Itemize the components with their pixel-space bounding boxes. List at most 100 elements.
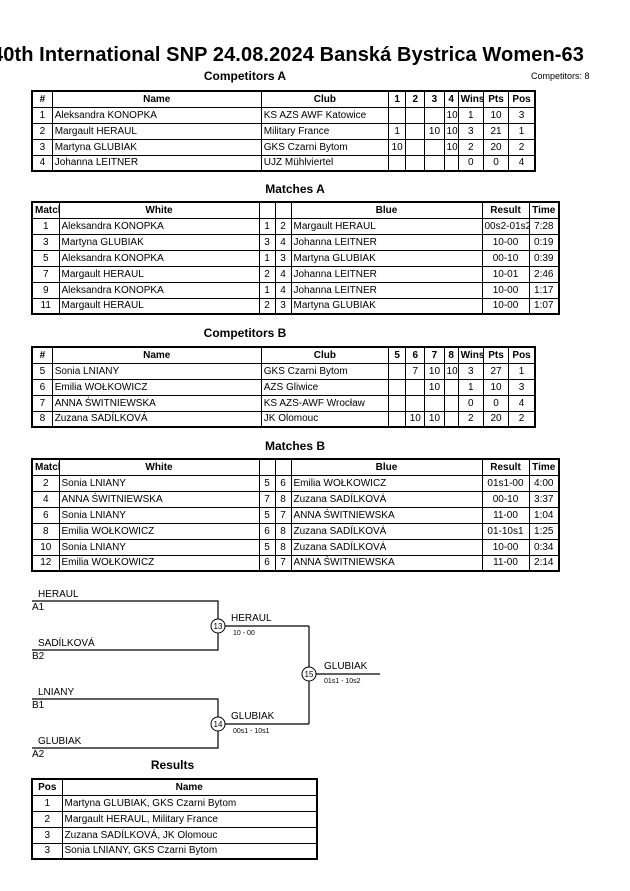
table-cell: Zuzana SADÍLKOVÁ	[290, 490, 483, 508]
table-cell: 3	[274, 297, 292, 315]
table-cell: 8	[31, 410, 53, 428]
sf2-bottom-seed: A2	[32, 749, 45, 760]
table-cell: 2:14	[528, 554, 560, 572]
table-cell: 2	[457, 410, 484, 428]
matches-a-header-row: MatchWhiteBlueResultTime	[31, 201, 560, 219]
table-cell: 10	[443, 122, 459, 140]
table-cell: 20	[482, 138, 510, 156]
table-cell: 5	[258, 474, 276, 492]
table-cell: 3	[457, 362, 484, 380]
table-cell: 10-00	[481, 297, 530, 315]
table-cell: 2	[508, 410, 536, 428]
table-cell: 7	[31, 265, 60, 283]
table-cell: 1:17	[528, 281, 560, 299]
sf2-winner: GLUBIAK	[231, 711, 275, 722]
column-header: Pts	[482, 90, 510, 108]
table-cell: 8	[274, 538, 292, 556]
table-cell: 10	[443, 106, 459, 124]
table-cell: 2:46	[528, 265, 560, 283]
table-cell: AZS Gliwice	[260, 378, 390, 396]
column-header: Time	[528, 201, 560, 219]
table-cell	[443, 378, 459, 396]
table-cell	[405, 138, 426, 156]
column-header: Time	[528, 458, 560, 476]
table-cell: ANNA ŚWITNIEWSKA	[290, 506, 483, 524]
table-cell: 3	[508, 106, 536, 124]
table-cell: 3	[31, 138, 53, 156]
competitors-b-heading: Competitors B	[203, 326, 287, 340]
table-cell: 1	[457, 378, 484, 396]
table-cell: 3	[31, 826, 63, 844]
table-cell: 10	[424, 378, 445, 396]
table-cell: Sonia LNIANY	[51, 362, 262, 380]
table-cell: 0:39	[528, 249, 560, 267]
table-cell: Aleksandra KONOPKA	[51, 106, 262, 124]
table-cell: 2	[31, 122, 53, 140]
table-cell	[424, 154, 445, 172]
table-cell: 10	[405, 410, 426, 428]
table-cell: 10	[443, 362, 459, 380]
table-cell: Sonia LNIANY	[58, 506, 260, 524]
table-cell: Zuzana SADÍLKOVÁ, JK Olomouc	[61, 826, 318, 844]
table-cell: 4	[508, 154, 536, 172]
playoff-bracket: HERAUL A1 SADÍLKOVÁ B2 HERAUL LNIANY B1 …	[32, 589, 380, 760]
table-cell	[405, 122, 426, 140]
table-cell: 10	[424, 362, 445, 380]
table-cell: 6	[31, 378, 53, 396]
table-cell: 0	[482, 154, 510, 172]
table-cell: 5	[258, 506, 276, 524]
table-cell: Margault HERAUL, Military France	[61, 810, 318, 828]
table-cell: 6	[258, 522, 276, 540]
table-cell: 11-00	[481, 554, 530, 572]
column-header: White	[58, 458, 260, 476]
table-cell: Aleksandra KONOPKA	[58, 281, 260, 299]
table-cell: GKS Czarni Bytom	[260, 138, 390, 156]
table-cell	[424, 106, 445, 124]
table-cell: 1	[508, 362, 536, 380]
column-header: Club	[260, 90, 390, 108]
table-cell: 6	[274, 474, 292, 492]
column-header: Match	[31, 201, 60, 219]
table-cell: 5	[31, 362, 53, 380]
table-cell: Sonia LNIANY, GKS Czarni Bytom	[61, 842, 318, 860]
table-cell: ANNA ŚWITNIEWSKA	[290, 554, 483, 572]
sf1-score: 10 - 00	[233, 630, 255, 637]
column-header: 3	[424, 90, 445, 108]
table-cell: 10	[388, 138, 407, 156]
table-cell: 12	[31, 554, 60, 572]
table-cell: 1:07	[528, 297, 560, 315]
table-cell: 4	[508, 394, 536, 412]
table-cell: Johanna LEITNER	[51, 154, 262, 172]
table-cell	[424, 138, 445, 156]
table-cell: 1	[258, 249, 276, 267]
table-cell: 3	[274, 249, 292, 267]
table-cell: 4	[31, 154, 53, 172]
table-cell: 4	[274, 281, 292, 299]
column-header: 6	[405, 346, 426, 364]
match-14-number: 14	[214, 720, 223, 729]
results-heading: Results	[150, 758, 195, 772]
sf1-winner: HERAUL	[231, 613, 272, 624]
sf2-top-seed: B1	[32, 700, 45, 711]
table-cell	[405, 154, 426, 172]
table-cell	[443, 410, 459, 428]
sf1-bottom-name: SADÍLKOVÁ	[38, 636, 95, 649]
final-winner: GLUBIAK	[324, 661, 368, 672]
column-header: 5	[388, 346, 407, 364]
table-cell: 10	[482, 378, 510, 396]
sf1-top-seed: A1	[32, 602, 45, 613]
column-header	[274, 201, 292, 219]
column-header: Name	[51, 346, 262, 364]
table-cell: 6	[258, 554, 276, 572]
